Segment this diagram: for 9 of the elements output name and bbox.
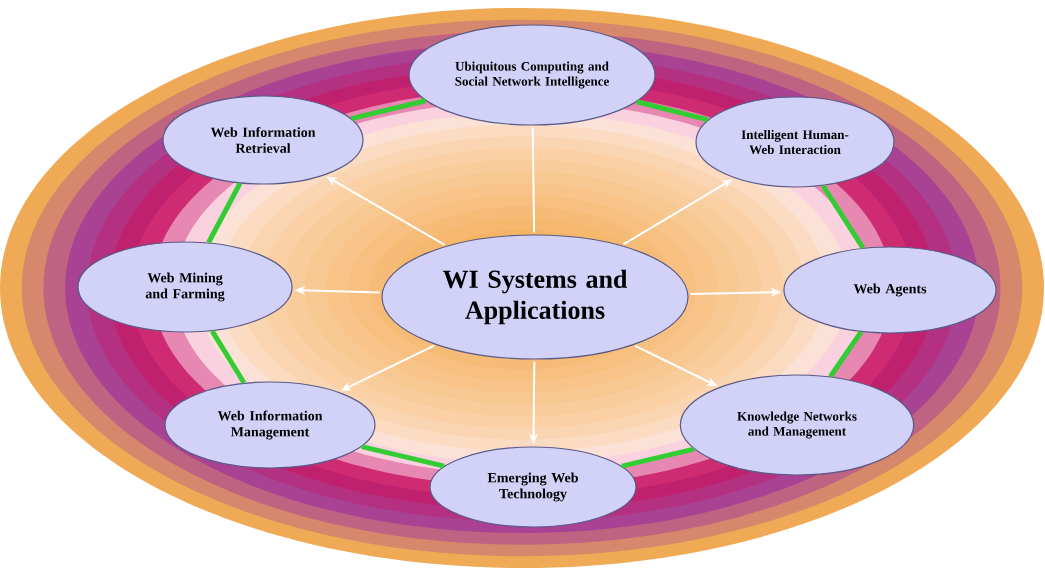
connector-line [636, 99, 709, 123]
connector-line [361, 444, 445, 469]
connector-line [210, 329, 247, 385]
connector-line [206, 182, 243, 244]
connector-line [621, 446, 695, 469]
connector-line [828, 330, 864, 378]
connector-line [350, 98, 427, 122]
connector-line [531, 126, 536, 234]
connector-line [820, 184, 866, 250]
